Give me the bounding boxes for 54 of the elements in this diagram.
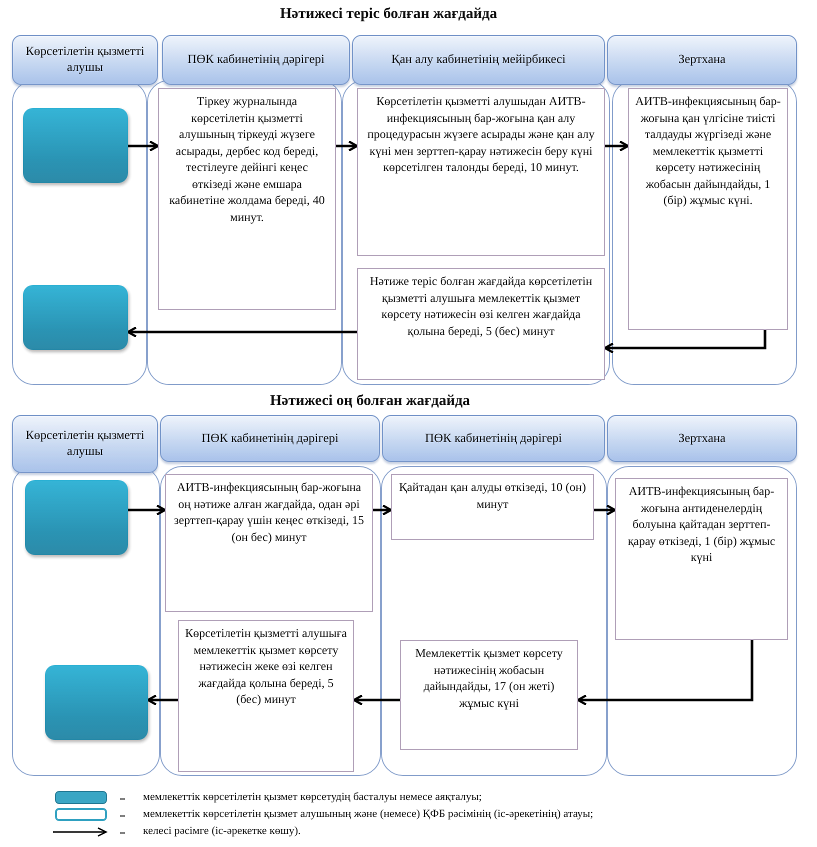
process-box xyxy=(357,88,605,256)
legend-text: мемлекеттік көрсетілетін қызмет алушының және (немесе) ҚФБ рәсімінің (іс-әрекетінің) атауы; xyxy=(143,808,594,820)
lane-header xyxy=(607,35,797,85)
start-end-box xyxy=(45,665,148,740)
arrow xyxy=(594,504,616,516)
lane-title: Зертхана xyxy=(678,52,726,68)
arrow xyxy=(336,140,358,152)
legend-text: келесі рәсімге (іс-әрекетке көшу). xyxy=(143,825,301,837)
arrow xyxy=(126,326,357,338)
lane-header xyxy=(160,415,380,462)
lane-header xyxy=(352,35,605,85)
step-text: Мемлекеттік қызмет көрсету нәтижесінің жобасын дайындайды, 17 (он жеті) жұмыс күні xyxy=(414,645,564,712)
process-box xyxy=(165,474,373,612)
start-end-box xyxy=(25,480,128,555)
lane-header xyxy=(12,35,158,85)
lane-header xyxy=(12,415,158,473)
lane-title: Қан алу кабинетінің мейірбикесі xyxy=(391,52,566,68)
process-box xyxy=(615,478,788,640)
section-title: Нәтижесі оң болған жағдайда xyxy=(270,393,470,410)
arrow xyxy=(373,504,392,516)
process-box xyxy=(158,88,336,310)
start-end-box xyxy=(23,108,128,183)
lane-title: Көрсетілетін қызметті алушы xyxy=(24,428,146,460)
process-box xyxy=(391,474,594,540)
arrow xyxy=(128,140,160,152)
lane-title: ПӨК кабинетінің дәрігері xyxy=(424,430,562,446)
step-text: АИТВ-инфекциясының бар-жоғына оң нәтиже алған жағдайда, одан әрі зерттеп-қарау үшін кеңес өткізеді, 15 (он бес) минут xyxy=(173,479,365,546)
lane-title: Зертхана xyxy=(678,430,726,446)
lane-title: ПӨК кабинетінің дәрігері xyxy=(187,52,324,68)
lane-title: ПӨК кабинетінің дәрігері xyxy=(201,430,338,446)
arrow xyxy=(604,330,766,354)
arrow xyxy=(576,640,754,706)
step-text: Тіркеу журналында көрсетілетін қызметті алушының тіркеуді жүзеге асырады, дербес код береді, тестілеуге дейінгі кеңес өткізеді және емшара кабинетіне жолдама береді, 40 минут. xyxy=(168,93,326,226)
lane-header xyxy=(382,415,605,462)
step-text: Қайтадан қан алуды өткізеді, 10 (он) минут xyxy=(398,479,587,512)
step-text: АИТВ-инфекциясының бар-жоғына антиденелердің болуына қайтадан зерттеп-қарау өткізеді, 1 (бір) жұмыс күні xyxy=(626,483,776,566)
step-text: Нәтиже теріс болған жағдайда көрсетілетін қызметті алушыға мемлекеттік қызмет көрсету нәтижесін өзі келген жағдайда қолына береді, 5 (бес) минут xyxy=(368,273,594,340)
section-title: Нәтижесі теріс болған жағдайда xyxy=(280,6,498,23)
start-end-box xyxy=(23,285,128,350)
lane-header xyxy=(162,35,350,85)
arrow xyxy=(146,694,178,706)
arrow xyxy=(605,140,630,152)
process-box xyxy=(628,88,788,330)
process-box xyxy=(357,268,605,380)
step-text: Көрсетілетін қызметті алушыға мемлекеттік қызмет көрсету нәтижесін жеке өзі келген жағдайда қолына береді, 5 (бес) минут xyxy=(185,625,347,708)
lane-title: Көрсетілетін қызметті алушы xyxy=(24,44,146,76)
step-text: АИТВ-инфекциясының бар-жоғына қан үлгісіне тиісті талдауды жүргізеді және мемлекеттік қызметті көрсету нәтижесінің жобасын дайындайды, 1 (бір) жұмыс күні. xyxy=(635,93,781,209)
process-box xyxy=(400,640,578,750)
process-box xyxy=(178,620,354,772)
legend-text: мемлекеттік көрсетілетін қызмет көрсетудің басталуы немесе аяқталуы; xyxy=(143,791,482,803)
lane-header xyxy=(607,415,797,462)
arrow xyxy=(128,504,166,516)
step-text: Көрсетілетін қызметті алушыдан АИТВ-инфекциясының бар-жоғына қан алу процедурасын жүзеге асырады және қан алу күні мен зерттеп-қарау нәтижесін беру күні көрсетілген талонды береді, 10 минут. xyxy=(366,93,596,176)
arrow xyxy=(352,694,400,706)
